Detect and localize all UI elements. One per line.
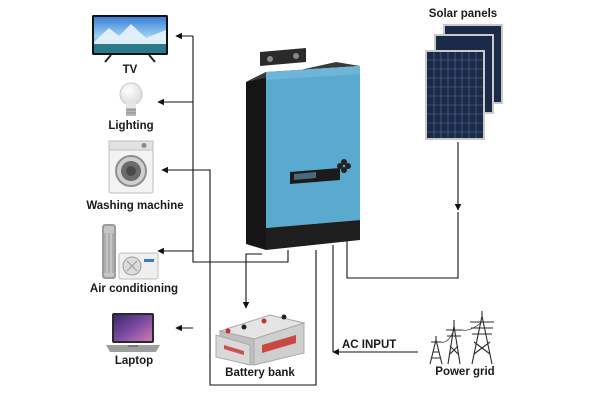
wire-inverter-to-battery (242, 253, 262, 309)
power-grid-icon (426, 310, 496, 370)
battery-bank-label: Battery bank (225, 367, 295, 379)
wire-to-washing-machine (161, 166, 317, 386)
battery-bank-icon (214, 305, 314, 372)
wire-inverter-to-loads (192, 36, 289, 263)
tv-icon (91, 14, 169, 69)
laptop-label: Laptop (114, 355, 154, 367)
ac-input-label: AC INPUT (342, 339, 397, 351)
washing-machine-icon (108, 140, 154, 199)
air-conditioner-icon (98, 223, 160, 286)
hybrid-inverter (236, 44, 376, 259)
wire-solar-return (346, 212, 459, 279)
laptop-icon (104, 312, 162, 359)
solar-panels-label: Solar panels (428, 8, 498, 20)
tv-label: TV (122, 64, 138, 76)
inverter-front-panel (266, 66, 360, 228)
solar-panels-icon (423, 22, 505, 149)
lighting-label: Lighting (108, 120, 154, 132)
washing-machine-label: Washing machine (86, 200, 184, 212)
light-bulb-icon (118, 82, 144, 123)
power-grid-label: Power grid (435, 366, 495, 378)
air-conditioning-label: Air conditioning (89, 283, 179, 295)
